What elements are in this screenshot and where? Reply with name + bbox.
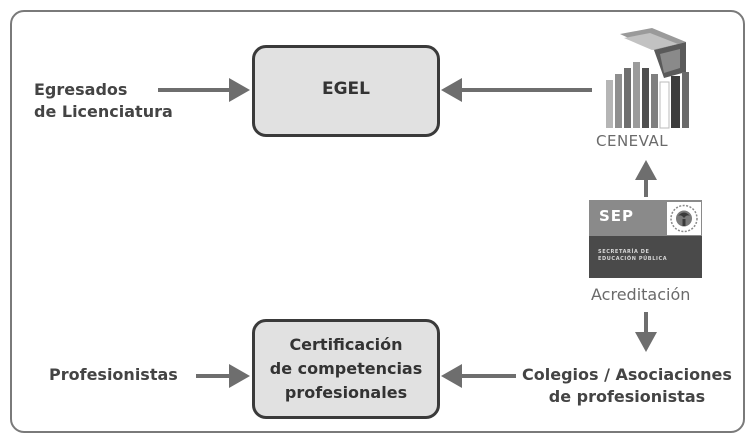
profesionistas-label: Profesionistas [49,365,178,384]
acreditacion-label: Acreditación [591,285,691,304]
mexican-eagle-emblem-icon [667,202,701,235]
sep-subtitle: SECRETARÍA DE EDUCACIÓN PÚBLICA [598,249,694,263]
ceneval-logo-icon [606,28,689,129]
arrow-egresados-to-egel [158,78,250,102]
certificacion-line-1: Certificación [289,335,403,354]
arrow-ceneval-to-egel [441,78,592,102]
certificacion-line-3: profesionales [284,383,408,402]
ceneval-label: CENEVAL [596,132,669,150]
certificacion-line-2: de competencias [269,359,423,378]
egel-box: EGEL [252,45,440,137]
colegios-line-2: de profesionistas [548,387,706,406]
sep-subtitle-line-1: SECRETARÍA DE [598,249,650,255]
egresados-line-1: Egresados [34,80,128,99]
sep-acronym: SEP [599,207,635,225]
egresados-line-2: de Licenciatura [34,102,173,121]
sep-subtitle-line-2: EDUCACIÓN PÚBLICA [598,256,668,262]
colegios-label: Colegios / Asociaciones de profesionista… [522,364,732,408]
certificacion-box: Certificación de competencias profesiona… [252,319,440,419]
arrow-colegios-to-certificacion [441,364,516,388]
sep-footer: SECRETARÍA DE EDUCACIÓN PÚBLICA [589,236,702,278]
arrow-acreditacion-to-colegios [635,312,657,352]
sep-seal: SEP SECRETARÍA DE EDUCACIÓN PÚBLICA [589,200,702,278]
colegios-line-1: Colegios / Asociaciones [522,365,732,384]
arrow-profesionistas-to-certificacion [196,364,250,388]
egel-label: EGEL [321,79,370,99]
egresados-label: Egresados de Licenciatura [34,79,173,123]
sep-header: SEP [589,200,702,236]
arrow-sep-to-ceneval [635,160,657,197]
